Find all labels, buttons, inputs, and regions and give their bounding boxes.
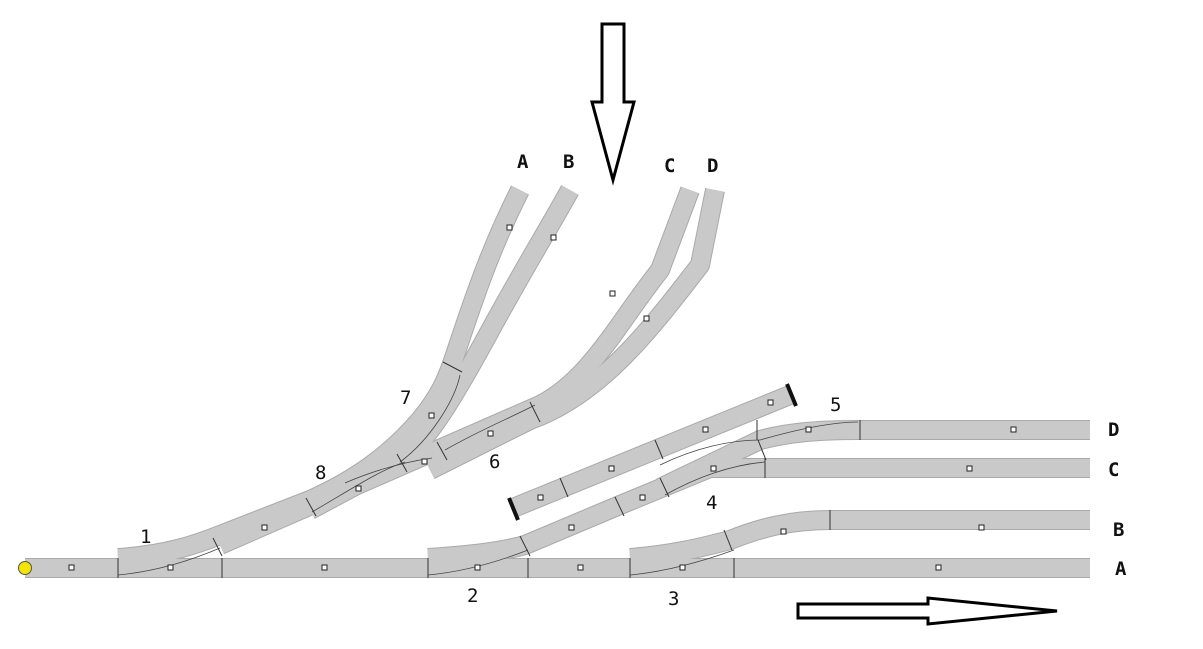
top-exit-labels: A B C D [517,151,718,177]
right-exit-labels: D C B A [1108,419,1127,580]
right-label-c: C [1108,459,1119,481]
start-point-icon [18,561,32,575]
top-label-a: A [517,151,529,173]
right-label-b: B [1113,519,1124,541]
turnout-5-label: 5 [830,394,841,416]
section-markers [68,224,1017,571]
top-label-d: D [707,155,718,177]
turnout-1-label: 1 [140,526,151,548]
top-label-b: B [563,151,574,173]
buffer-stops [507,383,798,521]
right-label-a: A [1115,558,1127,580]
arrow-right-icon [796,596,1058,626]
turnout-2-label: 2 [467,585,478,607]
turnout-numbers: 1 2 3 4 5 6 7 8 [140,387,841,610]
track-fills [25,185,1090,577]
turnout-guides [117,374,859,576]
right-label-d: D [1108,419,1119,441]
arrow-down-icon [590,22,636,186]
turnout-8-label: 8 [315,462,326,484]
rail-joints [117,361,861,578]
turnout-7-label: 7 [400,387,411,409]
turnout-3-label: 3 [668,588,679,610]
turnout-6-label: 6 [489,451,500,473]
turnout-4-label: 4 [706,492,717,514]
top-label-c: C [664,155,675,177]
